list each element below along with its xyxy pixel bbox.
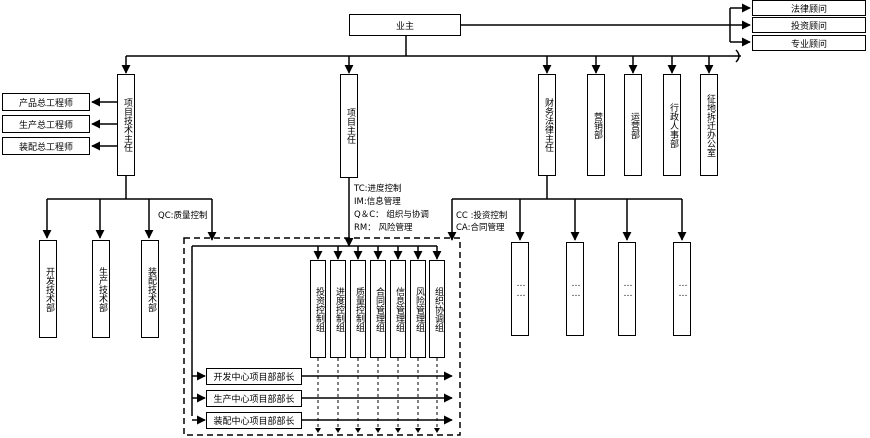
im-annotation: IM:信息管理 bbox=[354, 197, 401, 207]
finance-sub-2: …… bbox=[566, 242, 584, 336]
dept-label: 运营部 bbox=[628, 111, 639, 139]
finance-sub-label: …… bbox=[515, 279, 526, 299]
advisor-legal: 法律顾问 bbox=[752, 0, 866, 16]
manager-label: 生产中心项目部部长 bbox=[213, 395, 295, 405]
qandc-annotation: Q＆C： 组织与协调 bbox=[354, 210, 429, 220]
finance-sub-1: …… bbox=[511, 242, 529, 336]
group-label: 合同管理组 bbox=[373, 286, 384, 332]
dept-land: 征地拆迁办公室 bbox=[700, 74, 718, 176]
engineer-label: 生产总工程师 bbox=[18, 120, 73, 131]
finance-sub-4: …… bbox=[673, 242, 691, 336]
engineer-assembly: 装配总工程师 bbox=[2, 137, 90, 155]
finance-director-label: 财务法律主任 bbox=[542, 98, 553, 152]
dept-label: 征地拆迁办公室 bbox=[704, 93, 715, 157]
owner-label: 业主 bbox=[395, 21, 414, 32]
group-quality: 质量控制组 bbox=[350, 260, 366, 358]
cc-annotation: CC :投资控制 bbox=[456, 211, 508, 221]
dept-label: 营销部 bbox=[591, 111, 602, 139]
dept-label: 行政人事部 bbox=[667, 102, 678, 148]
manager-assembly-center: 装配中心项目部部长 bbox=[206, 412, 302, 429]
group-label: 组织协调组 bbox=[432, 286, 443, 332]
group-schedule: 进度控制组 bbox=[330, 260, 346, 358]
manager-production-center: 生产中心项目部部长 bbox=[206, 390, 302, 407]
engineer-label: 产品总工程师 bbox=[18, 98, 73, 109]
finance-sub-label: …… bbox=[622, 279, 633, 299]
manager-dev-center: 开发中心项目部部长 bbox=[206, 368, 302, 385]
engineer-label: 装配总工程师 bbox=[18, 142, 73, 153]
group-label: 投资控制组 bbox=[313, 286, 324, 332]
tech-dept-production: 生产技术部 bbox=[92, 240, 110, 338]
tech-dept-assembly: 装配技术部 bbox=[141, 240, 159, 338]
ca-annotation: CA:合同管理 bbox=[456, 223, 505, 233]
advisor-label: 投资顾问 bbox=[790, 21, 827, 32]
advisor-professional: 专业顾问 bbox=[752, 35, 866, 51]
engineer-production: 生产总工程师 bbox=[2, 115, 90, 133]
group-information: 信息管理组 bbox=[390, 260, 406, 358]
group-label: 信息管理组 bbox=[393, 286, 404, 332]
tc-annotation: TC:进度控制 bbox=[354, 184, 402, 194]
owner-box: 业主 bbox=[349, 14, 461, 36]
tech-dept-label: 开发技术部 bbox=[43, 266, 54, 312]
finance-sub-label: …… bbox=[677, 279, 688, 299]
dept-operations: 运营部 bbox=[624, 74, 642, 176]
engineer-product: 产品总工程师 bbox=[2, 93, 90, 111]
tech-director-box: 项目技术主任 bbox=[117, 74, 135, 176]
manager-label: 开发中心项目部部长 bbox=[213, 373, 295, 383]
advisor-label: 法律顾问 bbox=[790, 4, 827, 15]
project-director-label: 项目主任 bbox=[344, 108, 355, 144]
group-investment: 投资控制组 bbox=[310, 260, 326, 358]
dept-marketing: 营销部 bbox=[587, 74, 605, 176]
tech-dept-dev: 开发技术部 bbox=[39, 240, 57, 338]
finance-sub-3: …… bbox=[618, 242, 636, 336]
group-risk: 风险管理组 bbox=[410, 260, 426, 358]
finance-sub-label: …… bbox=[570, 279, 581, 299]
group-label: 风险管理组 bbox=[413, 286, 424, 332]
group-label: 进度控制组 bbox=[333, 286, 344, 332]
advisor-label: 专业顾问 bbox=[790, 39, 827, 50]
advisor-investment: 投资顾问 bbox=[752, 17, 866, 33]
rm-annotation: RM： 风险管理 bbox=[354, 223, 413, 233]
tech-dept-label: 装配技术部 bbox=[145, 266, 156, 312]
group-contract: 合同管理组 bbox=[370, 260, 386, 358]
group-label: 质量控制组 bbox=[353, 286, 364, 332]
manager-label: 装配中心项目部部长 bbox=[213, 417, 295, 427]
tech-director-label: 项目技术主任 bbox=[121, 98, 132, 152]
dept-hr: 行政人事部 bbox=[663, 74, 681, 176]
tech-dept-label: 生产技术部 bbox=[96, 266, 107, 312]
qc-annotation: QC:质量控制 bbox=[158, 211, 208, 221]
project-director-box: 项目主任 bbox=[340, 74, 358, 178]
finance-director-box: 财务法律主任 bbox=[538, 74, 556, 176]
group-coordination: 组织协调组 bbox=[429, 260, 445, 358]
